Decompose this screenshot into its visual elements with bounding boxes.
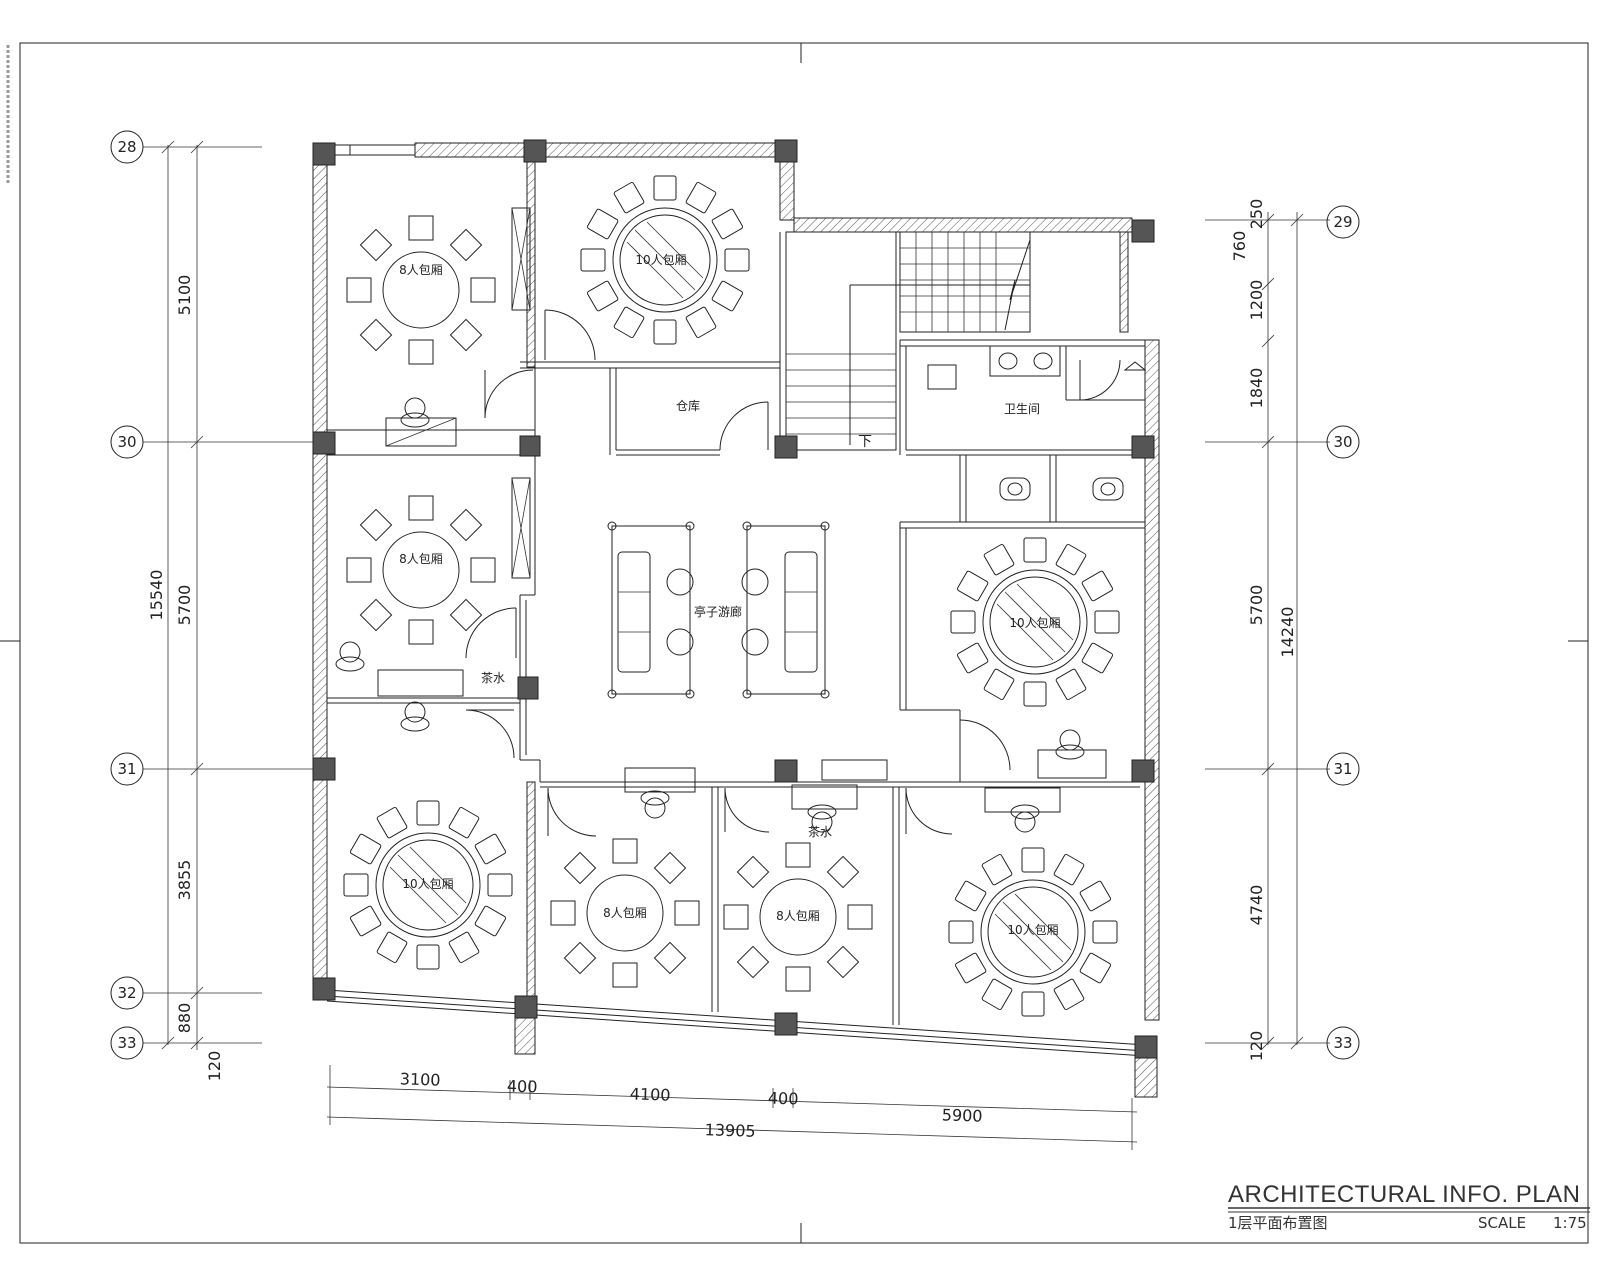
staircase [785, 231, 1031, 451]
dim-left-5100: 5100 [175, 275, 194, 316]
room-label-8p-bottom-center: 8人包厢 [776, 909, 820, 923]
room-label-8p-mid-left: 8人包厢 [399, 552, 443, 566]
room-label-10p-right-mid: 10人包厢 [1009, 616, 1060, 630]
structural-columns [312, 139, 1158, 1059]
table-10p-top-mid [580, 175, 750, 345]
svg-text:33: 33 [117, 1034, 136, 1052]
svg-text:31: 31 [1333, 760, 1352, 778]
table-10p-right-mid [950, 537, 1120, 707]
room-label-10p-top-mid: 10人包厢 [635, 253, 686, 267]
dim-bottom-total: 13905 [704, 1120, 755, 1141]
svg-text:33: 33 [1333, 1034, 1352, 1052]
table-8p-bottom-mid [550, 838, 700, 988]
room-label-10p-bottom-right: 10人包厢 [1007, 923, 1058, 937]
title-block: ARCHITECTURAL INFO. PLAN 1层平面布置图 SCALE 1… [1228, 1181, 1590, 1232]
subtitle-text: 1层平面布置图 [1228, 1214, 1328, 1232]
left-dimension-chain [143, 140, 322, 1050]
axis-bubble-32: 32 [110, 976, 144, 1010]
dim-left-880: 880 [175, 1003, 194, 1034]
svg-text:32: 32 [117, 984, 136, 1002]
svg-text:30: 30 [117, 433, 136, 451]
axis-bubble-31-left: 31 [110, 752, 144, 786]
svg-text:29: 29 [1333, 213, 1352, 231]
staff-figures [335, 397, 1085, 833]
restroom-fixtures [927, 345, 1147, 501]
dim-left-5700: 5700 [175, 585, 194, 626]
axis-bubble-30-right: 30 [1326, 425, 1360, 459]
stair-down-label: 下 [858, 434, 872, 450]
dim-right-1840: 1840 [1247, 368, 1266, 409]
dim-bottom-400-a: 400 [507, 1077, 538, 1097]
dim-right-760: 760 [1230, 231, 1249, 262]
axis-bubble-33-left: 33 [110, 1026, 144, 1060]
drawing-frame [19, 42, 1589, 1244]
exterior-walls [312, 142, 1160, 1098]
dim-right-250: 250 [1247, 199, 1266, 230]
dim-left-total: 15540 [147, 570, 166, 621]
table-8p-top-left [346, 215, 496, 365]
dim-right-4740: 4740 [1247, 885, 1266, 926]
room-label-restroom: 卫生间 [1004, 402, 1040, 416]
dim-left-3855: 3855 [175, 860, 194, 901]
table-10p-bottom-right [948, 847, 1118, 1017]
axis-bubble-33-right: 33 [1326, 1026, 1360, 1060]
cabinets [377, 207, 1107, 813]
table-10p-bottom-left [343, 800, 513, 970]
dim-bottom-400-b: 400 [768, 1089, 799, 1109]
right-dimension-chain [1205, 212, 1330, 1050]
room-label-8p-top-left: 8人包厢 [399, 263, 443, 277]
lounge-furniture [607, 521, 830, 699]
dim-right-1200: 1200 [1247, 280, 1266, 321]
dim-bottom-3100: 3100 [400, 1069, 441, 1089]
scale-value: 1:75 [1553, 1214, 1587, 1232]
room-label-10p-bottom-left: 10人包厢 [402, 877, 453, 891]
axis-bubble-30-left: 30 [110, 425, 144, 459]
window-glazing [326, 144, 1146, 1057]
scale-label: SCALE [1478, 1214, 1526, 1232]
svg-text:31: 31 [117, 760, 136, 778]
dim-right-120: 120 [1247, 1031, 1266, 1062]
table-8p-mid-left [346, 495, 496, 645]
room-label-8p-bottom-mid: 8人包厢 [603, 906, 647, 920]
svg-text:28: 28 [117, 138, 136, 156]
dim-bottom-5900: 5900 [942, 1105, 983, 1125]
bottom-dimension-chain [326, 1065, 1138, 1150]
interior-walls [327, 160, 1145, 1025]
dining-tables [343, 175, 1120, 1017]
dim-right-5700: 5700 [1247, 585, 1266, 626]
axis-bubble-29: 29 [1326, 205, 1360, 239]
table-8p-bottom-center [723, 842, 873, 992]
axis-bubble-31-right: 31 [1326, 752, 1360, 786]
room-label-storage: 仓库 [676, 398, 700, 413]
dim-left-120: 120 [205, 1051, 224, 1082]
dim-bottom-4100: 4100 [630, 1084, 671, 1104]
doors [465, 309, 1121, 837]
room-label-tea-water-left: 茶水 [481, 670, 505, 685]
svg-text:30: 30 [1333, 433, 1352, 451]
room-label-lounge: 亭子游廊 [694, 604, 742, 619]
title-text: ARCHITECTURAL INFO. PLAN [1228, 1181, 1581, 1208]
dim-right-total: 14240 [1278, 607, 1297, 658]
axis-bubble-28: 28 [110, 130, 144, 164]
